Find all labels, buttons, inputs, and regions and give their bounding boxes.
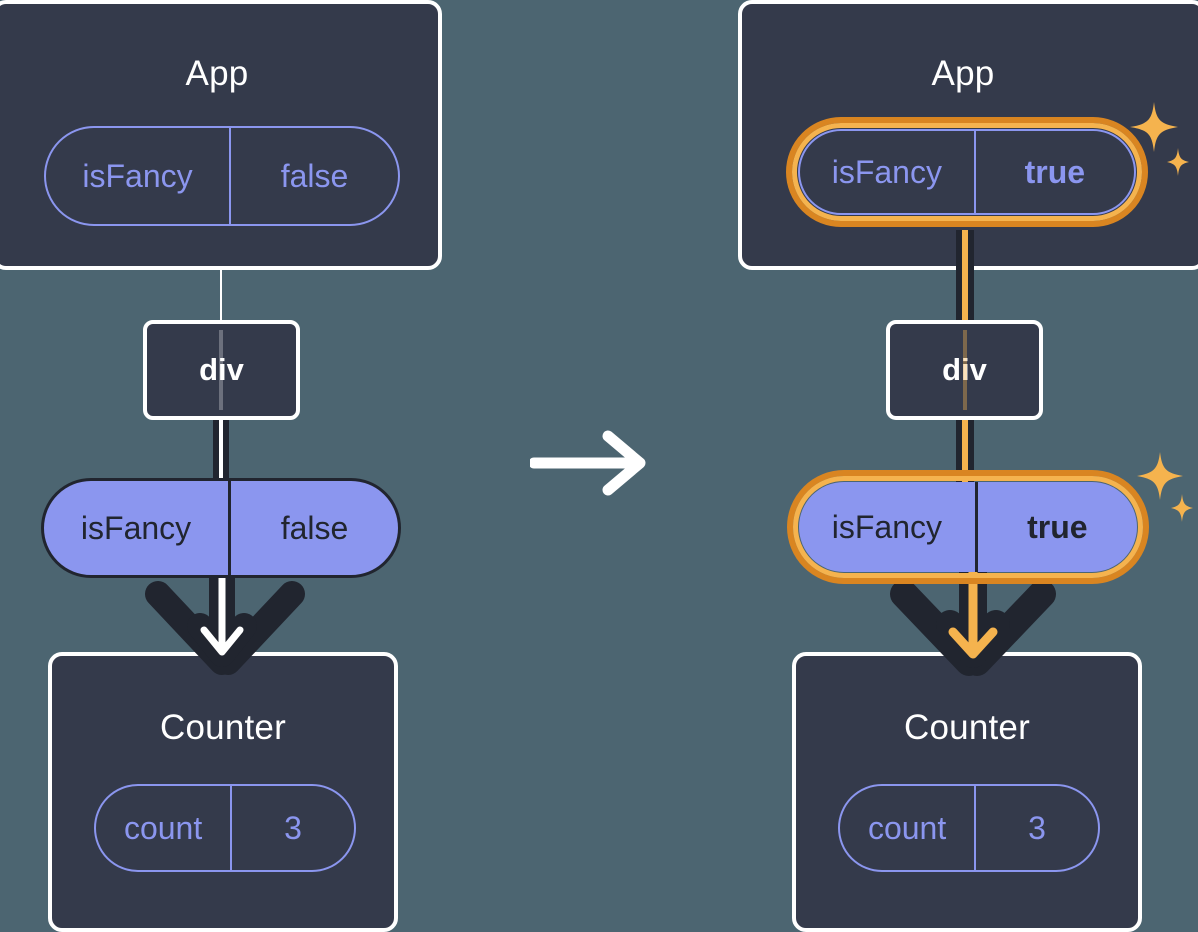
app-title-after: App (931, 54, 995, 93)
app-state-value-before: false (229, 128, 398, 224)
app-state-pill-after: isFancy true (798, 129, 1136, 215)
edge-app-to-div-before (220, 262, 222, 322)
counter-state-pill-before: count 3 (94, 784, 356, 872)
prop-value-before: false (228, 481, 398, 575)
div-node-before: div (143, 320, 300, 420)
div-node-edge-stub-before (219, 330, 223, 410)
arrow-prop-to-counter-before (145, 553, 305, 675)
counter-panel-after: Counter count 3 (792, 652, 1142, 932)
div-node-label-before: div (199, 352, 244, 387)
counter-state-name-before: count (123, 809, 203, 846)
sparkle-icon-prop (1137, 452, 1193, 522)
counter-title-before: Counter (160, 708, 286, 747)
counter-title-after: Counter (904, 708, 1030, 747)
counter-state-name-after: count (867, 809, 947, 846)
edge-div-to-prop-before (213, 418, 229, 490)
div-node-after: div (886, 320, 1043, 420)
app-state-name-before: isFancy (82, 157, 193, 194)
app-title-before: App (185, 54, 249, 93)
app-state-value-after: true (973, 131, 1134, 213)
app-panel-before: App isFancy false (0, 0, 442, 270)
app-state-name-after: isFancy (831, 153, 942, 190)
prop-name-after: isFancy (831, 508, 942, 545)
prop-name-before: isFancy (80, 509, 192, 546)
transition-arrow-icon (530, 430, 646, 496)
counter-state-pill-after: count 3 (838, 784, 1100, 872)
prop-value-after: true (974, 482, 1137, 572)
div-node-edge-stub-after (963, 330, 967, 410)
app-state-pill-before: isFancy false (44, 126, 400, 226)
counter-state-value-after: 3 (974, 786, 1098, 870)
prop-pill-before: isFancy false (41, 478, 401, 578)
counter-state-value-before: 3 (230, 786, 354, 870)
prop-pill-after: isFancy true (799, 482, 1137, 572)
prop-highlight-ring-after (787, 470, 1149, 584)
sparkle-icon-app (1130, 102, 1189, 176)
edge-app-to-div-after (956, 230, 974, 340)
arrow-prop-to-counter-after (890, 552, 1056, 676)
counter-panel-before: Counter count 3 (48, 652, 398, 932)
div-node-label-after: div (942, 352, 987, 387)
